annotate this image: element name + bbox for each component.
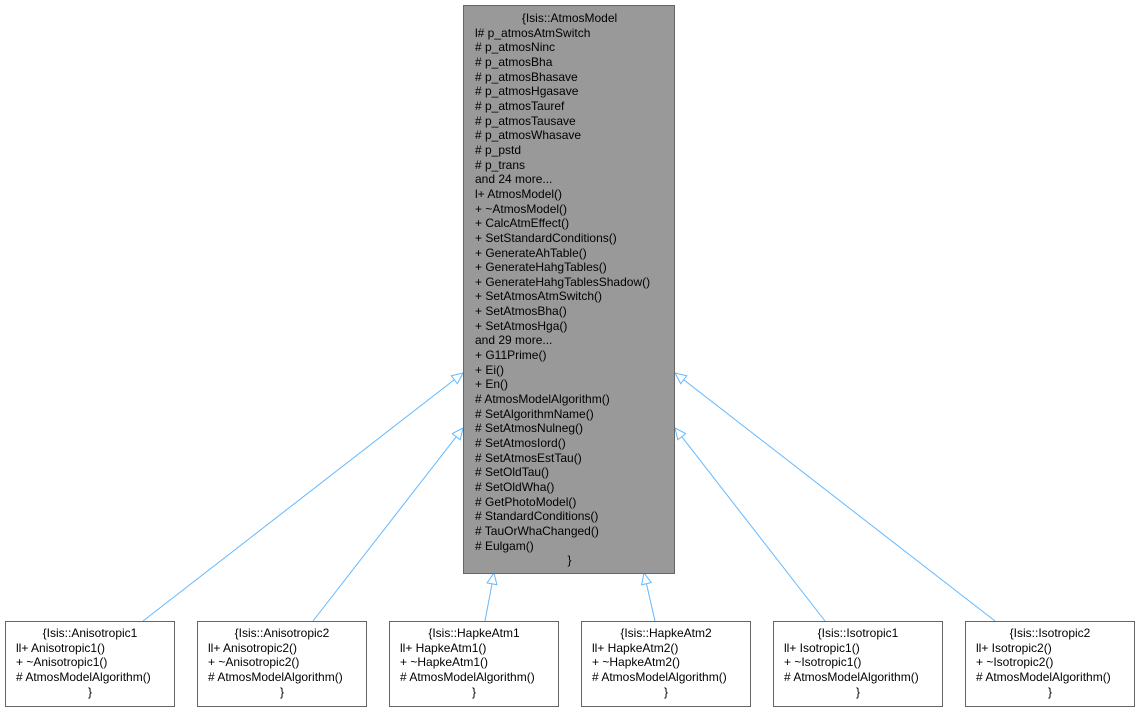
class-close-brace: }	[855, 684, 860, 699]
inheritance-arrowhead-icon	[640, 571, 653, 586]
method-item: + ~HapkeAtm1()	[400, 655, 489, 670]
attribute-item: # p_trans	[475, 157, 526, 172]
method-item: # AtmosModelAlgorithm()	[208, 669, 343, 684]
inheritance-arrowhead-icon	[486, 571, 498, 586]
attribute-item: # p_atmosNinc	[475, 40, 556, 55]
method-item: ll+ Anisotropic2()	[208, 640, 298, 655]
inheritance-edge	[683, 379, 996, 622]
protected-method-item: # SetOldWha()	[475, 480, 555, 494]
method-item: l+ AtmosModel()	[475, 186, 563, 201]
method-item: # AtmosModelAlgorithm()	[592, 669, 727, 684]
class-close-brace: }	[663, 684, 668, 699]
more-methods-label: and 29 more...	[475, 333, 553, 348]
method-item: + SetStandardConditions()	[475, 230, 617, 245]
class-close-brace: }	[471, 684, 476, 699]
protected-method-item: # SetOldTau()	[475, 465, 550, 480]
protected-method-item: # AtmosModelAlgorithm()	[475, 392, 610, 407]
protected-method-item: # SetAtmosNulneg()	[475, 421, 584, 436]
method-item: ll+ Anisotropic1()	[16, 640, 106, 655]
attribute-item: # p_pstd	[475, 142, 522, 157]
inheritance-edge	[645, 583, 656, 622]
method-item: + ~AtmosModel()	[475, 201, 568, 216]
method-item: + ~Anisotropic1()	[16, 655, 108, 670]
method-item: # AtmosModelAlgorithm()	[16, 669, 151, 684]
protected-method-item: # Eulgam()	[475, 538, 534, 553]
method-item: ll+ Isotropic2()	[976, 640, 1052, 655]
inheritance-arrowhead-icon	[674, 427, 687, 441]
attribute-item: # p_atmosTausave	[475, 113, 576, 128]
attribute-item: l# p_atmosAtmSwitch	[475, 25, 591, 40]
class-close-brace: }	[87, 684, 92, 699]
method-item: # AtmosModelAlgorithm()	[976, 669, 1111, 684]
method-item: + GenerateHahgTables()	[475, 260, 607, 275]
inheritance-edge	[484, 583, 493, 622]
class-title: {Isis::HapkeAtm2	[620, 626, 712, 640]
method-item: ll+ Isotropic1()	[784, 640, 860, 655]
class-title: {Isis::Anisotropic2	[234, 626, 330, 640]
class-title: {Isis::AtmosModel	[521, 11, 618, 25]
inheritance-edge	[312, 436, 457, 622]
protected-method-item: # SetAtmosEstTau()	[475, 450, 582, 465]
attribute-item: # p_atmosHgasave	[475, 84, 579, 99]
method-item: + GenerateHahgTablesShadow()	[475, 274, 651, 289]
class-close-brace: }	[1047, 684, 1052, 699]
protected-method-item: # GetPhotoModel()	[475, 494, 577, 509]
method-item: + GenerateAhTable()	[475, 245, 587, 260]
class-title: {Isis::Isotropic1	[817, 626, 899, 640]
method-item: + ~Anisotropic2()	[208, 655, 300, 670]
protected-method-item: # StandardConditions()	[475, 509, 599, 524]
inheritance-edge	[142, 379, 455, 622]
attribute-item: # p_atmosBha	[475, 54, 553, 69]
class-close-brace: }	[567, 553, 572, 568]
inheritance-arrowhead-icon	[450, 372, 464, 385]
method-item: # AtmosModelAlgorithm()	[784, 669, 919, 684]
protected-method-item: # SetAlgorithmName()	[475, 406, 594, 421]
method-item: + ~Isotropic1()	[784, 655, 862, 670]
class-title: {Isis::Anisotropic1	[42, 626, 138, 640]
method-item: + SetAtmosHga()	[475, 318, 568, 333]
inheritance-edge	[681, 436, 826, 622]
class-title: {Isis::HapkeAtm1	[428, 626, 520, 640]
attribute-item: # p_atmosBhasave	[475, 69, 578, 84]
method-item: ll+ HapkeAtm2()	[592, 640, 679, 655]
static-method-item: + En()	[475, 377, 509, 392]
inheritance-arrowhead-icon	[451, 427, 464, 441]
static-method-item: + G11Prime()	[475, 348, 547, 363]
method-item: + ~Isotropic2()	[976, 655, 1054, 670]
class-close-brace: }	[279, 684, 284, 699]
static-method-item: + Ei()	[475, 362, 505, 377]
class-title: {Isis::Isotropic2	[1009, 626, 1091, 640]
method-item: # AtmosModelAlgorithm()	[400, 669, 535, 684]
method-item: + SetAtmosAtmSwitch()	[475, 289, 603, 304]
method-item: ll+ HapkeAtm1()	[400, 640, 487, 655]
method-item: + SetAtmosBha()	[475, 304, 567, 319]
attribute-item: # p_atmosWhasave	[475, 128, 582, 143]
method-item: + ~HapkeAtm2()	[592, 655, 681, 670]
method-item: + CalcAtmEffect()	[475, 216, 570, 231]
inheritance-arrowhead-icon	[674, 372, 688, 385]
protected-method-item: # TauOrWhaChanged()	[475, 523, 599, 538]
protected-method-item: # SetAtmosIord()	[475, 436, 566, 451]
more-attributes-label: and 24 more...	[475, 172, 553, 187]
attribute-item: # p_atmosTauref	[475, 98, 565, 113]
